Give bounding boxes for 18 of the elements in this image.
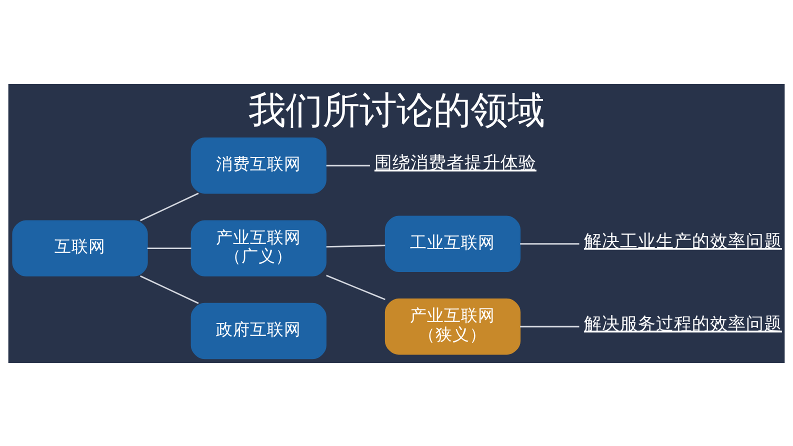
connector [520,242,580,244]
connector [147,247,192,249]
node-box: 产业互联网（广义） [190,220,326,276]
node-text: 解决服务过程的效率问题 [584,314,782,334]
node-box: 互联网 [12,220,148,276]
connector [140,192,199,221]
node-box: 工业互联网 [384,215,521,272]
node-box: 政府互联网 [190,302,326,359]
connector [140,274,199,304]
connector [326,274,386,300]
diagram-title: 我们所讨论的领域 [248,87,544,132]
node-text: 围绕消费者提升体验 [374,153,536,174]
node-box: 产业互联网（狭义） [384,298,521,354]
connector [326,164,370,166]
node-text: 解决工业生产的效率问题 [584,231,782,252]
connector [520,325,580,327]
node-box: 消费互联网 [190,136,326,194]
connector [326,244,386,247]
